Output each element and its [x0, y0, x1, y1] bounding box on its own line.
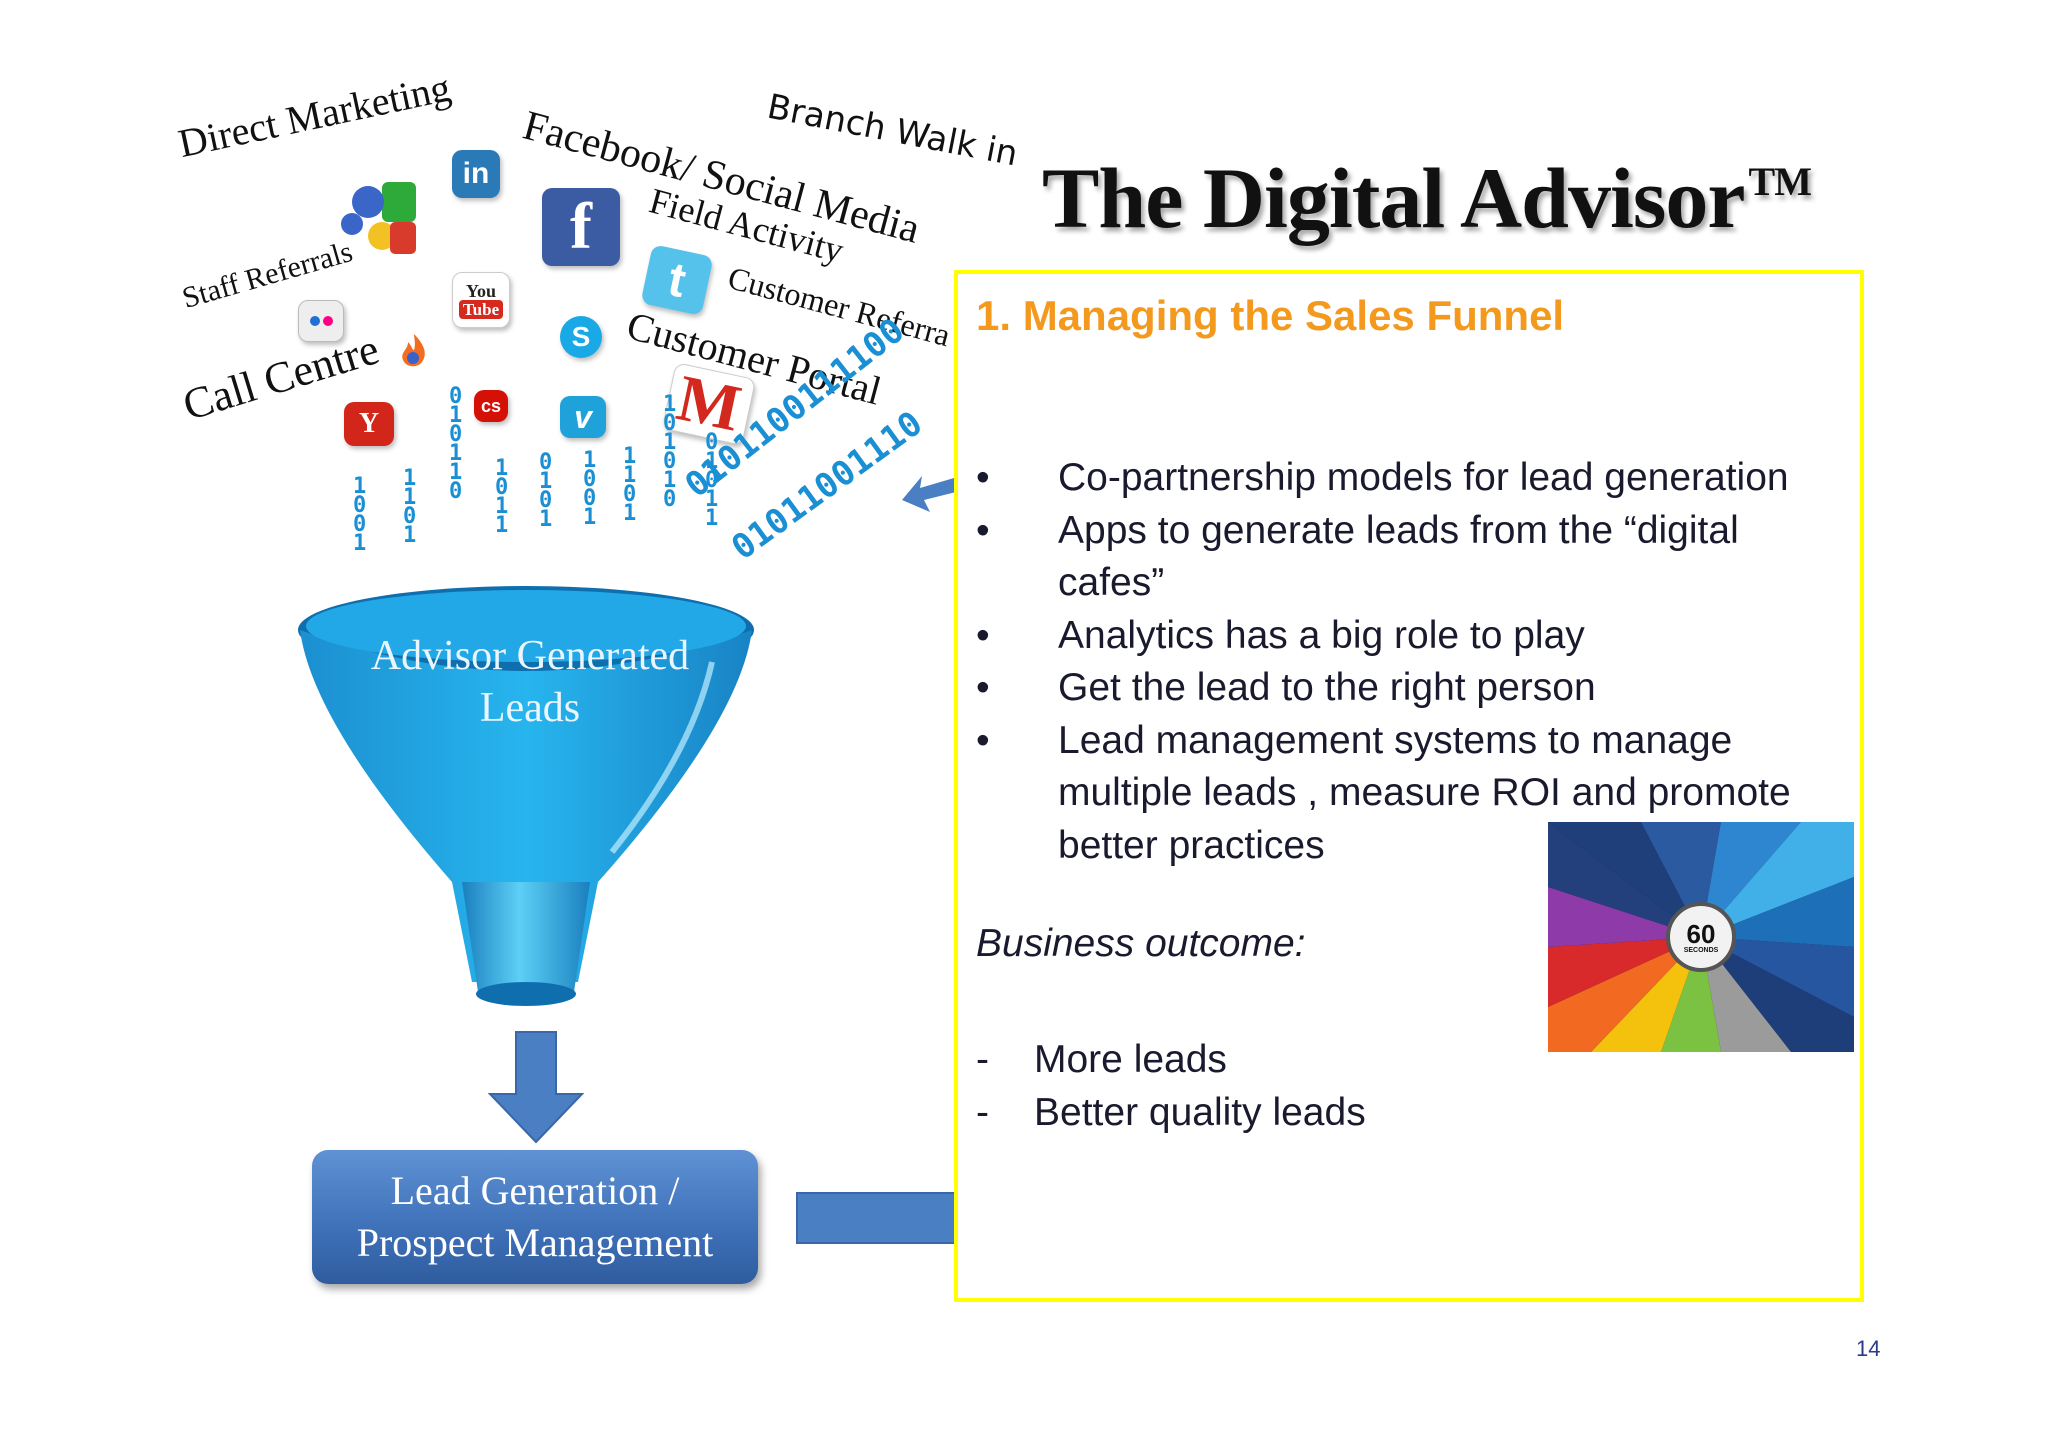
- channel-direct-marketing: Direct Marketing: [174, 64, 455, 167]
- binary-stream: 01011: [699, 430, 725, 525]
- outcome-text: Better quality leads: [1034, 1090, 1366, 1134]
- dash-marker: -: [976, 1038, 989, 1081]
- binary-stream: 1001: [577, 448, 603, 524]
- bullet-marker: •: [976, 613, 990, 657]
- list-item: - More leads: [976, 1034, 1366, 1087]
- binary-stream: 1011: [489, 456, 515, 532]
- bullet-marker: •: [976, 456, 990, 499]
- list-item: • Get the lead to the right person: [976, 662, 1856, 715]
- youtube-icon-bottom: Tube: [458, 299, 504, 319]
- linkedin-icon: in: [452, 150, 500, 198]
- outcome-text: More leads: [1034, 1038, 1227, 1081]
- content-panel: 1. Managing the Sales Funnel • Co-partner…: [954, 270, 1864, 1302]
- dash-marker: -: [976, 1090, 989, 1134]
- twitter-icon: t: [640, 244, 714, 316]
- incoming-arrow-icon: [900, 470, 956, 521]
- list-item: - Better quality leads: [976, 1087, 1366, 1140]
- panel-heading: 1. Managing the Sales Funnel: [976, 292, 1565, 339]
- bullet-marker: •: [976, 718, 990, 762]
- bullet-text: Get the lead to the right person: [1058, 666, 1596, 709]
- bullet-text: Co-partnership models for lead generatio…: [1058, 456, 1789, 499]
- lead-box-line1: Lead Generation /: [390, 1168, 680, 1213]
- binary-stream: 010110: [443, 384, 469, 498]
- bullet-marker: •: [976, 666, 990, 709]
- lead-generation-box: Lead Generation / Prospect Management: [312, 1150, 758, 1284]
- trademark-mark: TM: [1748, 159, 1812, 204]
- page-title-text: The Digital Advisor: [1042, 150, 1746, 246]
- bullet-text: Lead management systems to manage multip…: [1058, 718, 1791, 867]
- list-item: • Lead management systems to manage multi…: [976, 715, 1856, 873]
- down-arrow-icon: [487, 1030, 585, 1149]
- list-item: • Apps to generate leads from the “digita…: [976, 505, 1856, 610]
- feed-icon: [394, 330, 434, 370]
- lastfm-icon: cs: [474, 390, 508, 422]
- binary-stream: 1001: [347, 474, 373, 550]
- yahoo-icon: Y: [344, 402, 394, 446]
- youtube-icon: You Tube: [452, 272, 510, 328]
- facebook-icon: f: [542, 188, 620, 266]
- channel-branch-walk-in: Branch Walk in: [764, 86, 1021, 175]
- binary-stream: 101010: [657, 392, 683, 506]
- list-item: • Analytics has a big role to play: [976, 610, 1856, 663]
- list-item: • Co-partnership models for lead generati…: [976, 452, 1856, 505]
- funnel-label-line2: Leads: [479, 685, 581, 731]
- hub-number: 60: [1686, 918, 1716, 949]
- binary-stream: 1101: [617, 444, 643, 520]
- google-icon: [338, 178, 424, 260]
- bullet-marker: •: [976, 508, 990, 552]
- funnel-label-line1: Advisor Generated: [370, 633, 690, 679]
- business-outcome-label: Business outcome:: [976, 922, 1306, 965]
- youtube-icon-top: You: [465, 280, 496, 301]
- skype-icon: S: [560, 316, 602, 358]
- funnel-label: Advisor Generated Leads: [300, 630, 760, 734]
- bullet-text: Apps to generate leads from the “digital…: [1058, 508, 1739, 605]
- bullet-list: • Co-partnership models for lead generati…: [976, 452, 1856, 872]
- page-number: 14: [1856, 1336, 1881, 1361]
- sales-funnel: [292, 582, 762, 1031]
- lead-box-line2: Prospect Management: [356, 1220, 714, 1265]
- vimeo-icon: v: [560, 396, 606, 438]
- binary-stream: 0101: [533, 450, 559, 526]
- right-arrow-icon: [796, 1192, 956, 1244]
- hub-caption: SECONDS: [1683, 946, 1719, 954]
- bullet-text: Analytics has a big role to play: [1058, 613, 1585, 657]
- outcome-list: - More leads - Better quality leads: [976, 1034, 1366, 1139]
- flickr-icon: [298, 300, 344, 342]
- infographic-hub: 60 SECONDS: [1666, 902, 1736, 972]
- binary-stream: 1101: [397, 466, 423, 542]
- sixty-seconds-infographic: 60 SECONDS: [1548, 822, 1854, 1052]
